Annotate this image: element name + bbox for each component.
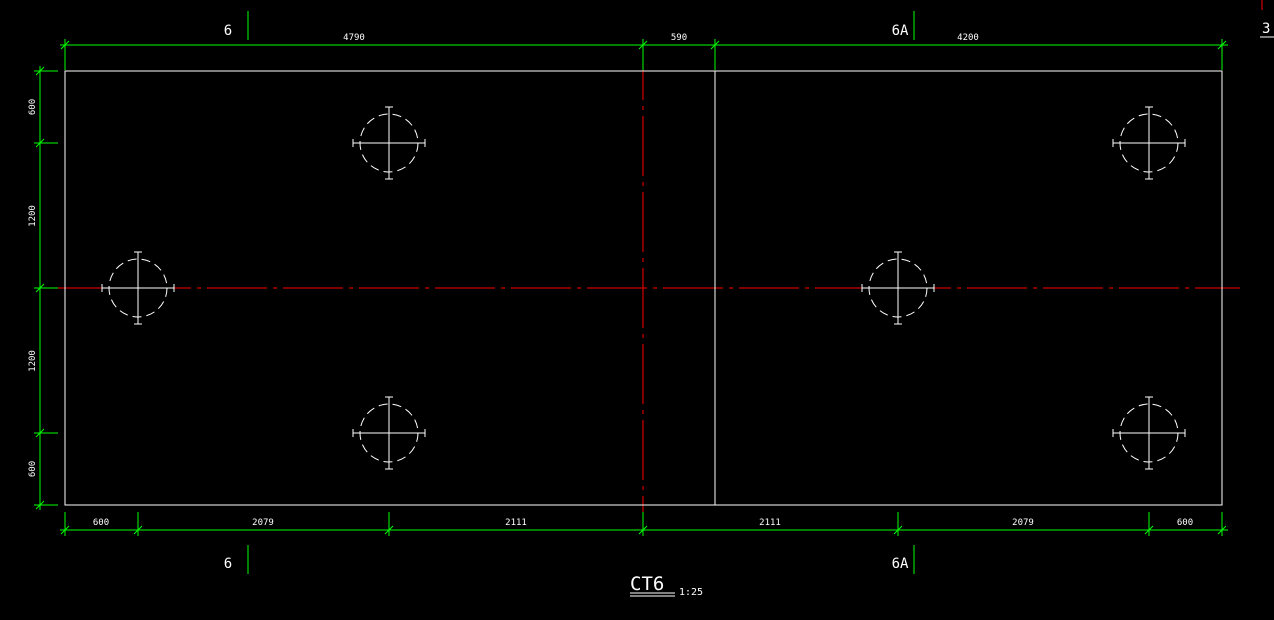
pile-2 xyxy=(101,251,175,325)
corner-mark: 3 xyxy=(1262,21,1270,37)
pile-cap-outline xyxy=(64,70,1223,506)
drawing-title: CT6 xyxy=(630,573,664,595)
axis-label-6a-bottom: 6A xyxy=(892,556,909,572)
left-dimension-line xyxy=(34,66,58,510)
left-dim-4: 600 xyxy=(28,461,38,477)
top-dim-2: 590 xyxy=(671,33,687,43)
bottom-dim-5: 2079 xyxy=(1012,518,1034,528)
bottom-dim-4: 2111 xyxy=(759,518,781,528)
left-dim-2: 1200 xyxy=(28,205,38,227)
left-dim-1: 600 xyxy=(28,99,38,115)
bottom-dim-6: 600 xyxy=(1177,518,1193,528)
bottom-dim-1: 600 xyxy=(93,518,109,528)
axis-label-6-top: 6 xyxy=(224,23,232,39)
axis-label-6-bottom: 6 xyxy=(224,556,232,572)
pile-group xyxy=(101,106,1186,470)
pile-5 xyxy=(861,251,935,325)
pile-4 xyxy=(1112,106,1186,180)
left-dim-3: 1200 xyxy=(28,350,38,372)
bottom-dim-2: 2079 xyxy=(252,518,274,528)
drawing-scale: 1:25 xyxy=(679,587,703,598)
bottom-dim-3: 2111 xyxy=(505,518,527,528)
top-dim-1: 4790 xyxy=(343,33,365,43)
bottom-dimension-line xyxy=(60,512,1228,536)
pile-3 xyxy=(352,396,426,470)
top-dim-3: 4200 xyxy=(957,33,979,43)
axis-label-6a-top: 6A xyxy=(892,23,909,39)
pile-6 xyxy=(1112,396,1186,470)
top-dimension-line xyxy=(60,39,1228,70)
pile-1 xyxy=(352,106,426,180)
